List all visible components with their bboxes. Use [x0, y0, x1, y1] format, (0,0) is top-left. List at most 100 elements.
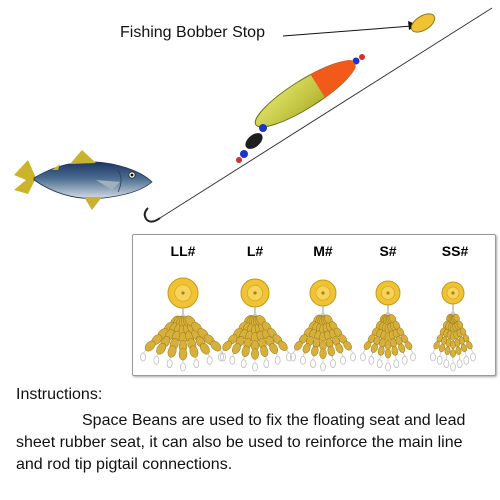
pointer-line [282, 25, 413, 37]
line-loop [470, 352, 476, 362]
bobber-stop-set [360, 280, 416, 372]
stopper-disc-hole [451, 291, 455, 295]
line-loop [240, 359, 247, 369]
line-loop [443, 359, 450, 369]
stopper-bead [269, 343, 278, 354]
stopper-bead [327, 345, 335, 357]
line-loop [220, 352, 226, 362]
line-loop [463, 355, 470, 365]
stopper-bead [294, 340, 303, 351]
line-loop [456, 359, 463, 369]
line-loop [166, 359, 173, 369]
line-loop [350, 352, 356, 362]
stopper-disc-hole [253, 291, 257, 295]
stopper-bead [278, 340, 288, 351]
fish-hook [143, 207, 161, 223]
stopper-bead [189, 345, 199, 358]
size-label-s: S# [379, 243, 397, 259]
line-loop [206, 355, 213, 365]
bobber-float [254, 60, 356, 128]
red-bead [236, 157, 242, 163]
size-label-ll: LL# [170, 243, 196, 259]
bobber-stop-set [430, 281, 476, 372]
size-label-m: M# [313, 243, 333, 259]
stopper-bead [241, 345, 250, 357]
stopper-bead [343, 340, 352, 351]
stopper-bead [433, 341, 440, 350]
line-loop [401, 355, 408, 365]
line-loop [274, 355, 281, 365]
line-loop [180, 362, 186, 372]
line-loop [436, 355, 443, 365]
stopper-bead [370, 343, 378, 353]
tuna-fish-image [14, 150, 153, 210]
bobber-stop-set [140, 277, 226, 372]
line-loop [430, 352, 436, 362]
fishing-line [159, 7, 493, 219]
stopper-bead [167, 345, 177, 358]
bobber-stop-set [218, 278, 292, 372]
line-loop [290, 352, 296, 362]
stopper-bead [302, 343, 311, 354]
stopper-bead [439, 343, 446, 353]
line-loop [376, 359, 383, 369]
stopper-bead [199, 342, 210, 355]
sinker [245, 133, 263, 149]
stopper-bead [460, 343, 467, 353]
stopper-bead [391, 346, 399, 356]
line-loop [393, 359, 400, 369]
stopper-disc-hole [321, 291, 325, 295]
stopper-bead [455, 346, 462, 355]
line-loop [310, 359, 316, 369]
size-label-ss: SS# [441, 243, 469, 259]
line-loop [193, 359, 200, 369]
line-loop [218, 352, 224, 362]
stopper-bead [144, 340, 156, 352]
line-loop [300, 355, 306, 365]
bobber-stop-illustrations [140, 277, 476, 372]
line-loop [140, 352, 146, 362]
instructions-body: Space Beans are used to fix the floating… [16, 412, 466, 473]
stopper-bead [398, 343, 406, 353]
line-loop [286, 352, 292, 362]
stopper-disc-hole [181, 291, 185, 295]
stopper-bead [311, 345, 319, 357]
stopper-bead [466, 341, 473, 350]
rig-illustration [14, 7, 493, 223]
stopper-bead [377, 346, 385, 356]
stopper-bead [444, 346, 451, 355]
stopper-bead [319, 348, 327, 360]
blue-bead [240, 150, 248, 158]
line-loop [320, 362, 326, 372]
stopper-bead [178, 347, 188, 361]
bobber-stop-label: Fishing Bobber Stop [120, 24, 265, 41]
instructions-title: Instructions: [16, 386, 103, 403]
line-loop [385, 362, 391, 372]
line-loop [229, 355, 236, 365]
stopper-bead [450, 349, 456, 358]
size-label-l: L# [246, 243, 264, 259]
line-loop [450, 362, 456, 372]
line-loop [368, 355, 375, 365]
bobber-stop-set [290, 279, 356, 372]
stopper-bead [335, 343, 344, 354]
stopper-bead [363, 340, 372, 350]
stopper-disc-hole [386, 291, 390, 295]
stopper-bead [210, 340, 222, 352]
stopper-bead [222, 340, 232, 351]
line-loop [340, 355, 346, 365]
line-loop [330, 359, 336, 369]
stopper-bead [260, 345, 269, 357]
stopper-bead [251, 348, 259, 360]
bobber-stop-bead [410, 13, 436, 33]
stopper-bead [232, 343, 241, 354]
sizes-panel: LL# L# M# S# SS# [132, 234, 496, 376]
line-loop [360, 352, 366, 362]
line-loop [153, 355, 160, 365]
stopper-bead [404, 340, 413, 350]
red-bead [359, 54, 365, 60]
line-loop [252, 362, 258, 372]
stopper-bead [384, 348, 392, 359]
line-loop [410, 352, 416, 362]
stopper-bead [156, 342, 167, 355]
